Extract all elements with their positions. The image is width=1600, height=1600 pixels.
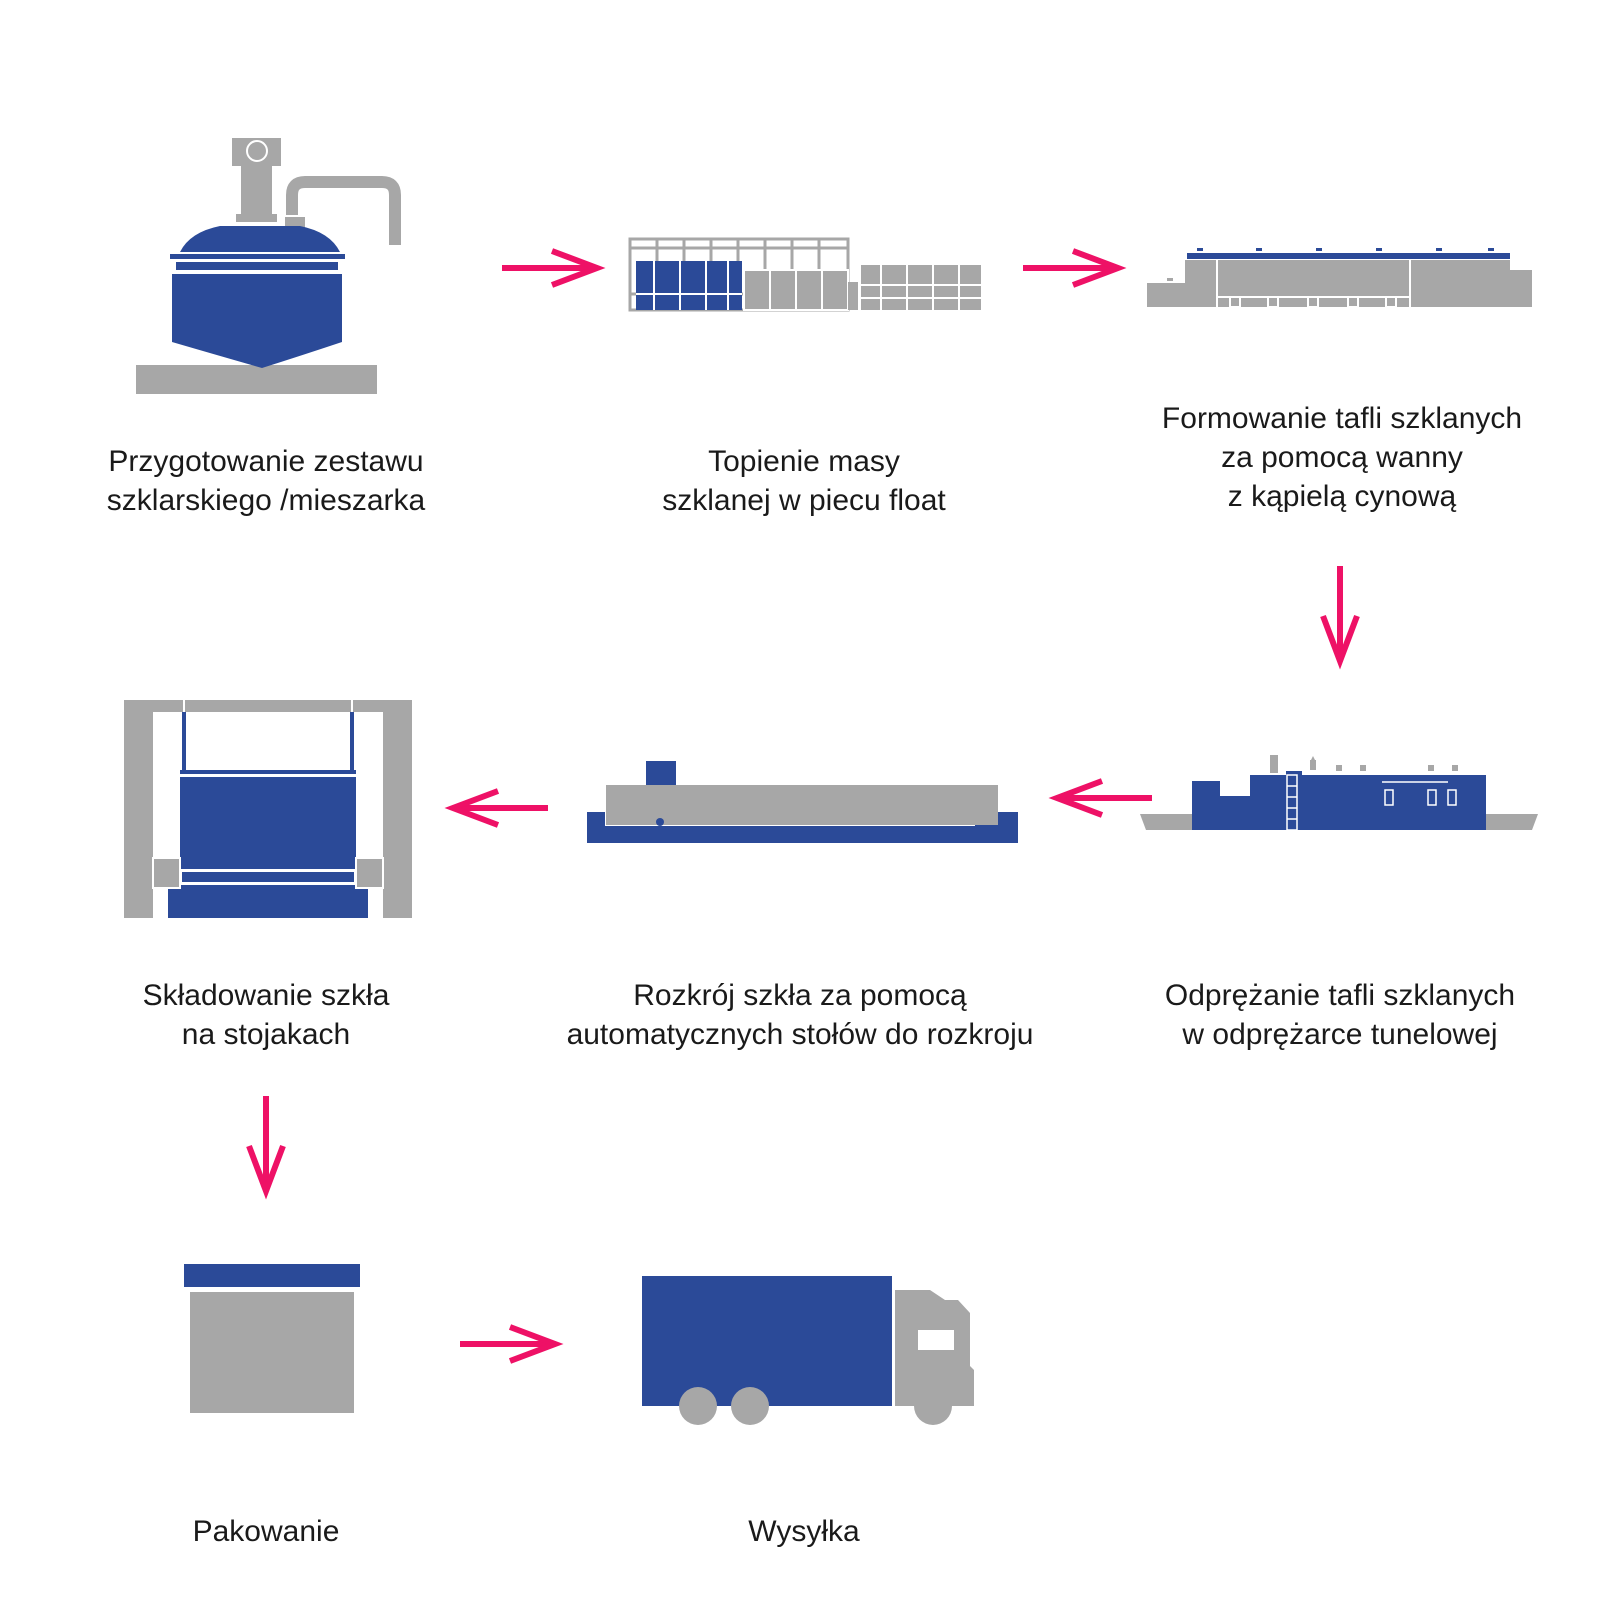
label-line: w odprężarce tunelowej [1182, 1018, 1498, 1051]
step-label-storage: Składowanie szkła na stojakach [143, 976, 390, 1054]
arrow-down-1 [1323, 566, 1357, 661]
tin-bath-icon [1147, 248, 1532, 308]
arrow-right-2 [1023, 251, 1118, 285]
step-label-packing: Pakowanie [193, 1512, 340, 1551]
step-label-forming: Formowanie tafli szklanych za pomocą wan… [1162, 399, 1522, 516]
label-line: Odprężanie tafli szklanych [1164, 979, 1516, 1012]
step-label-melting: Topienie masy szklanej w piecu float [662, 442, 945, 520]
step-label-mixing: Przygotowanie zestawu szklarskiego /mies… [107, 442, 425, 520]
label-line: z kąpielą cynową [1227, 480, 1457, 513]
storage-rack-icon [124, 700, 412, 918]
step-label-annealing: Odprężanie tafli szklanych w odprężarce … [1165, 976, 1515, 1054]
label-line: Rozkrój szkła za pomocą [633, 979, 967, 1012]
label-line: za pomocą wanny [1221, 441, 1463, 474]
annealing-lehr-icon [1140, 755, 1538, 831]
step-label-shipping: Wysyłka [748, 1512, 859, 1551]
step-label-cutting: Rozkrój szkła za pomocą automatycznych s… [567, 976, 1034, 1054]
label-line: Formowanie tafli szklanych [1161, 402, 1523, 435]
arrow-right-3 [460, 1327, 555, 1361]
arrow-left-1 [1057, 781, 1152, 815]
package-box-icon [184, 1264, 360, 1413]
arrow-right-1 [502, 251, 597, 285]
label-line: na stojakach [181, 1018, 351, 1051]
mixer-icon [136, 138, 401, 394]
label-line: Topienie masy [708, 445, 900, 478]
label-line: automatycznych stołów do rozkroju [566, 1018, 1034, 1051]
arrow-down-2 [249, 1096, 283, 1191]
label-line: Pakowanie [192, 1515, 340, 1548]
label-line: szklanej w piecu float [662, 484, 946, 517]
label-line: szklarskiego /mieszarka [106, 484, 426, 517]
label-line: Przygotowanie zestawu [108, 445, 424, 478]
arrow-left-2 [453, 791, 548, 825]
label-line: Wysyłka [748, 1515, 860, 1548]
label-line: Składowanie szkła [142, 979, 390, 1012]
float-furnace-icon [628, 237, 981, 312]
cutting-table-icon [587, 761, 1018, 843]
truck-icon [642, 1276, 974, 1425]
